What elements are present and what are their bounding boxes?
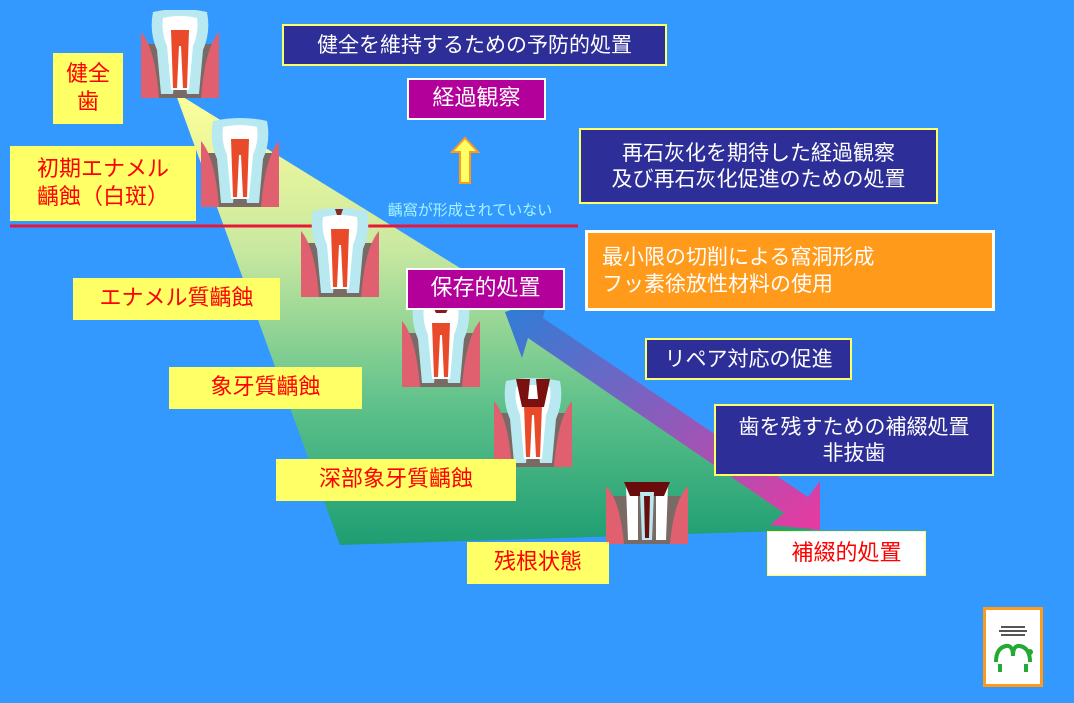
- progression-wedge: [175, 92, 815, 545]
- tooth-icon: [494, 378, 572, 467]
- stage-label-initial-enamel: 初期エナメル 齲蝕（白斑）: [10, 146, 196, 221]
- repair-promotion-box: リペア対応の促進: [645, 338, 852, 380]
- preventive-treatment-box: 健全を維持するための予防的処置: [282, 24, 667, 66]
- stage-label-enamel-caries: エナメル質齲蝕: [73, 278, 280, 320]
- no-cavity-note: 齲窩が形成されていない: [387, 200, 553, 219]
- tooth-icon: [606, 482, 688, 544]
- prosthetic-treatment-box: 補綴的処置: [767, 531, 926, 576]
- remineralization-box: 再石灰化を期待した経過観察 及び再石灰化促進のための処置: [579, 128, 938, 204]
- tooth-icon: [402, 298, 480, 387]
- observation-box: 経過観察: [407, 78, 546, 120]
- tooth-icon: [301, 208, 379, 297]
- stage-label-dentin-caries: 象牙質齲蝕: [169, 367, 362, 409]
- logo-icon: [983, 607, 1043, 687]
- conservative-treatment-box: 保存的処置: [406, 268, 565, 310]
- minimal-intervention-box: 最小限の切削による窩洞形成 フッ素徐放性材料の使用: [585, 230, 995, 311]
- up-arrow-icon: [449, 136, 481, 184]
- stage-label-deep-dentin-caries: 深部象牙質齲蝕: [276, 459, 516, 501]
- tooth-icon: [201, 118, 279, 207]
- stage-label-residual-root: 残根状態: [467, 542, 609, 584]
- stage-label-healthy: 健全 歯: [53, 53, 123, 124]
- tooth-icon: [141, 10, 219, 98]
- logo-mark: [994, 626, 1033, 672]
- tooth-preserving-prosthetic-box: 歯を残すための補綴処置 非抜歯: [714, 404, 994, 476]
